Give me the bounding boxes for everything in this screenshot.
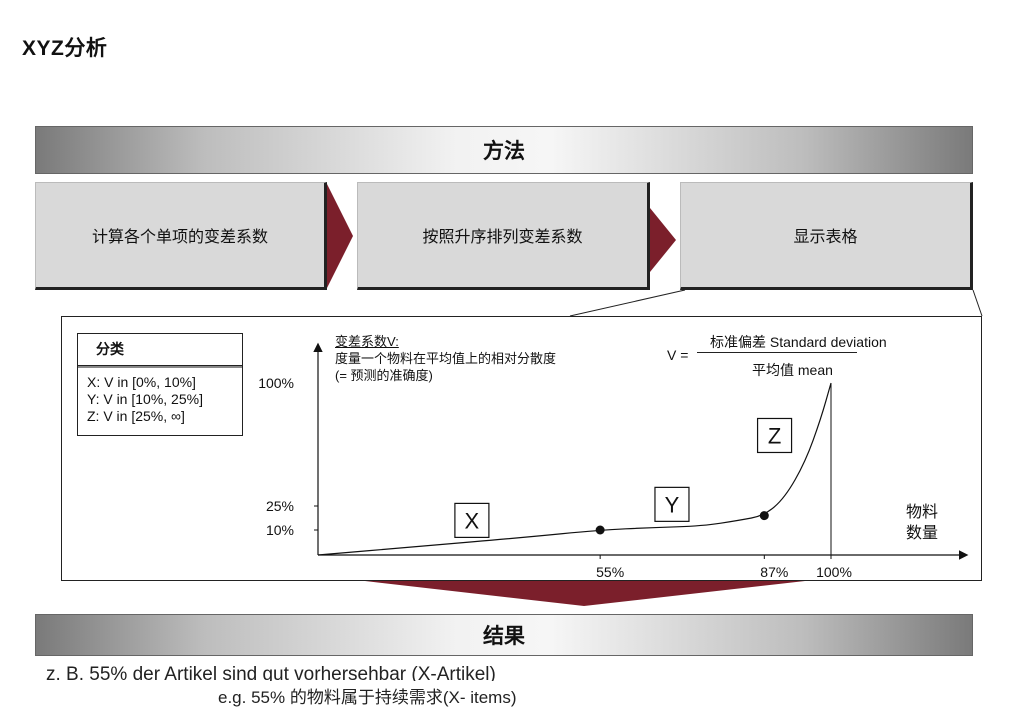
x-tick-label-2: 87%: [760, 564, 788, 580]
page-title: XYZ分析: [22, 37, 108, 60]
formula-fraction-bar: [697, 352, 857, 353]
step-box-1: 计算各个单项的变差系数: [35, 182, 327, 290]
legend-heading: 分类: [78, 334, 242, 366]
formula-numerator: 标准偏差 Standard deviation: [710, 334, 887, 350]
y-tick-label-1: 10%: [266, 522, 294, 538]
step-arrow-1: [327, 184, 353, 288]
curve-point-1: [595, 525, 605, 535]
region-label-z: Z: [768, 423, 781, 448]
legend-line-y: Y: V in [10%, 25%]: [87, 391, 203, 407]
x-axis-label-line-2: 数量: [906, 524, 938, 542]
y-tick-label-3: 100%: [258, 375, 294, 391]
region-box-z: [756, 417, 793, 454]
result-text-german: z. B. 55% der Artikel sind gut vorherseh…: [46, 664, 496, 681]
result-header-band: 结果: [35, 614, 973, 656]
result-funnel: [365, 581, 805, 606]
definition-line-1: 度量一个物料在平均值上的相对分散度: [335, 351, 557, 366]
step-label-2: 按照升序排列变差系数: [422, 229, 583, 246]
y-tick-label-2: 25%: [266, 498, 294, 514]
method-label: 方法: [483, 140, 525, 163]
x-tick-label-1: 55%: [596, 564, 624, 580]
region-label-x: X: [465, 508, 480, 533]
callout-line-left: [569, 289, 686, 317]
xyz-curve-line: [317, 382, 832, 556]
region-box-x: [454, 502, 490, 538]
region-label-y: Y: [665, 492, 680, 517]
step-label-1: 计算各个单项的变差系数: [91, 229, 268, 246]
legend-line-x: X: V in [0%, 10%]: [87, 374, 196, 390]
result-label: 结果: [483, 625, 525, 648]
step-box-2: 按照升序排列变差系数: [357, 182, 650, 290]
step-arrow-2: [650, 208, 676, 272]
x-axis-label-line-1: 物料: [906, 503, 938, 521]
legend-line-z: Z: V in [25%, ∞]: [87, 408, 185, 424]
formula-denominator: 平均值 mean: [752, 362, 833, 378]
step-label-3: 显示表格: [793, 229, 858, 246]
legend-box: 分类 X: V in [0%, 10%] Y: V in [10%, 25%] …: [77, 333, 243, 436]
step-box-3: 显示表格: [680, 182, 973, 290]
region-box-y: [654, 486, 690, 522]
x-tick-label-3: 100%: [816, 564, 852, 580]
definition-line-2: (= 预测的准确度): [335, 368, 433, 383]
definition-term: 变差系数V:: [335, 334, 399, 349]
callout-line-right: [972, 289, 983, 317]
method-header-band: 方法: [35, 126, 973, 174]
result-text-chinese: e.g. 55% 的物料属于持续需求(X- items): [218, 688, 517, 707]
formula-lhs: V =: [667, 347, 689, 363]
curve-point-2: [759, 511, 769, 521]
